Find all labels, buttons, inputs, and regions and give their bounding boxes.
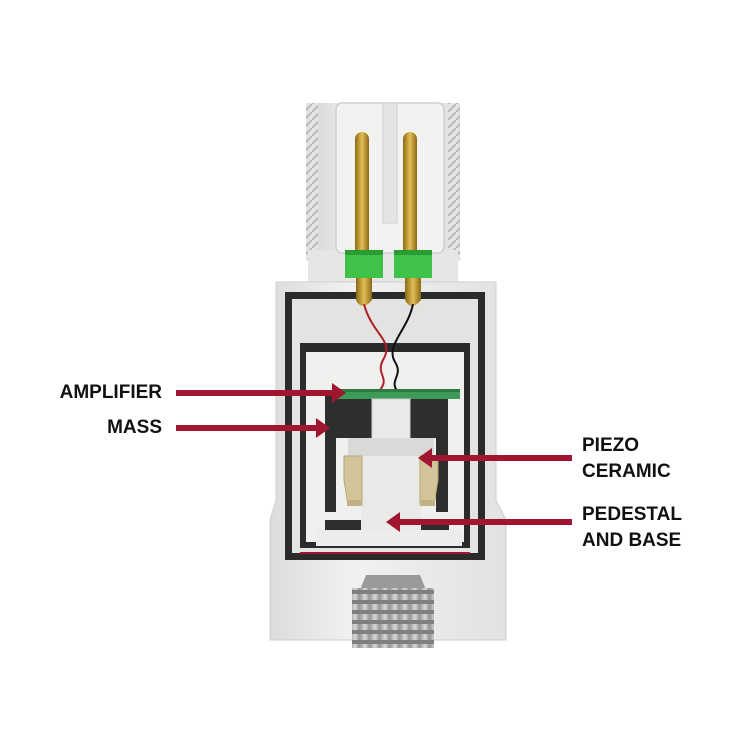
piezo-ceramic-elements (343, 455, 439, 506)
arrow-mass (176, 418, 330, 438)
base-seal-line (300, 552, 470, 554)
label-piezo-line1: PIEZO (582, 435, 640, 456)
label-pedestal-line1: PEDESTAL (582, 504, 682, 525)
arrow-piezo-ceramic (418, 448, 572, 468)
connector-insert (335, 102, 445, 254)
lead-wires (356, 278, 421, 393)
pedestal (316, 398, 462, 546)
label-pedestal-base: PEDESTAL AND BASE (582, 502, 682, 554)
label-piezo-ceramic: PIEZO CERAMIC (582, 433, 671, 485)
amplifier-board (337, 389, 460, 399)
label-amplifier: AMPLIFIER (59, 382, 162, 403)
label-piezo-line2: CERAMIC (582, 461, 671, 482)
connector-pins (355, 132, 417, 258)
label-pedestal-line2: AND BASE (582, 530, 682, 551)
label-mass: MASS (107, 417, 162, 438)
arrow-pedestal-base (386, 512, 572, 532)
arrow-amplifier (176, 383, 346, 403)
mounting-stud (352, 575, 434, 648)
green-insulators (345, 250, 432, 278)
